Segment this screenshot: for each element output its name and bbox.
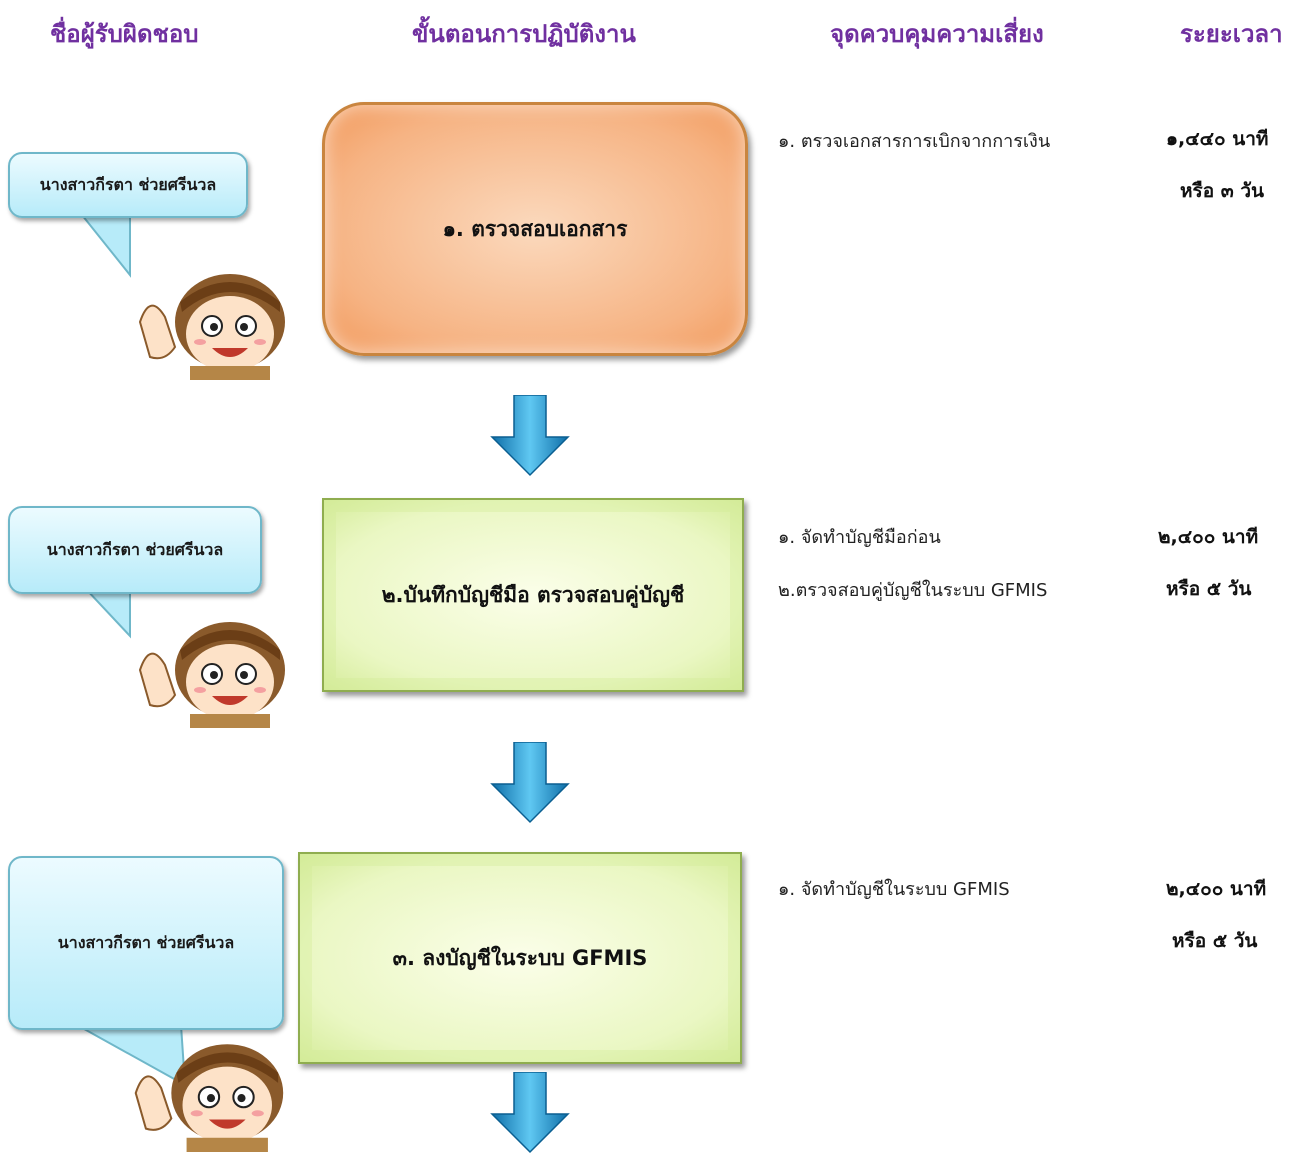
header-time: ระยะเวลา [1180,20,1283,48]
speech-bubble-2: นางสาวกีรตา ช่วยศรีนวล [8,506,262,594]
step-box-2: ๒.บันทึกบัญชีมือ ตรวจสอบคู่บัญชี [322,498,744,692]
down-arrow-icon-2 [490,742,570,824]
header-steps: ขั้นตอนการปฏิบัติงาน [412,20,636,48]
risk-item-3-1: ๑. จัดทำบัญชีในระบบ GFMIS [778,879,1010,900]
responsible-name-2: นางสาวกีรตา ช่วยศรีนวล [46,539,224,559]
step-box-1: ๑. ตรวจสอบเอกสาร [322,102,748,356]
time-days-1: หรือ ๓ วัน [1180,180,1265,202]
step-label-1: ๑. ตรวจสอบเอกสาร [442,216,628,241]
time-days-3: หรือ ๕ วัน [1172,930,1258,952]
responsible-name-3: นางสาวกีรตา ช่วยศรีนวล [57,932,235,952]
header-risk: จุดควบคุมความเสี่ยง [830,20,1044,48]
time-duration-1: ๑,๔๔๐ นาที [1166,128,1269,150]
speech-bubble-1: นางสาวกีรตา ช่วยศรีนวล [8,152,248,218]
step-label-2: ๒.บันทึกบัญชีมือ ตรวจสอบคู่บัญชี [381,582,685,607]
time-days-2: หรือ ๕ วัน [1166,578,1252,600]
header-responsible: ชื่อผู้รับผิดชอบ [50,20,199,48]
down-arrow-icon-1 [490,395,570,477]
time-duration-3: ๒,๔๐๐ นาที [1166,878,1267,900]
bubble-tail-1 [68,200,131,278]
responsible-name-1: นางสาวกีรตา ช่วยศรีนวล [39,174,217,194]
cartoon-character-icon-1 [138,274,285,380]
cartoon-character-icon-2 [138,622,285,728]
speech-bubble-3: นางสาวกีรตา ช่วยศรีนวล [8,856,284,1030]
down-arrow-icon-3 [490,1072,570,1154]
risk-item-2-2: ๒.ตรวจสอบคู่บัญชีในระบบ GFMIS [778,580,1048,601]
time-duration-2: ๒,๔๐๐ นาที [1158,526,1259,548]
step-box-3: ๓. ลงบัญชีในระบบ GFMIS [298,852,742,1064]
risk-item-2-1: ๑. จัดทำบัญชีมือก่อน [778,527,941,548]
risk-item-1-1: ๑. ตรวจเอกสารการเบิกจากการเงิน [778,131,1051,152]
cartoon-character-icon-3 [134,1044,284,1152]
step-label-3: ๓. ลงบัญชีในระบบ GFMIS [392,945,648,970]
